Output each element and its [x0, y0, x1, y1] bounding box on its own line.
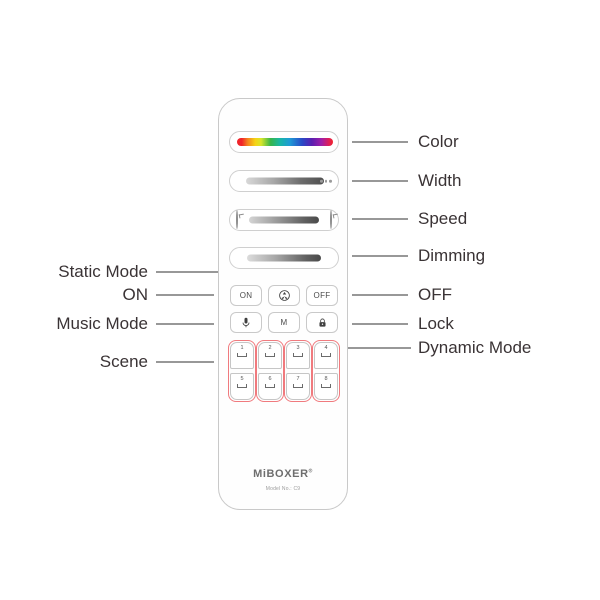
callout-static-mode: Static Mode	[58, 262, 148, 281]
scene-4-icon: 4	[321, 345, 331, 357]
scene-7-icon: 7	[293, 376, 303, 388]
scene-column-2: 2 6	[258, 342, 282, 400]
off-button-label: OFF	[313, 291, 331, 300]
callout-width: Width	[418, 171, 462, 190]
dynamic-mode-label: M	[280, 318, 288, 327]
scene-button-2[interactable]: 2	[258, 342, 282, 369]
off-button[interactable]: OFF	[306, 285, 338, 306]
music-mode-button[interactable]	[230, 312, 262, 333]
scene-button-1[interactable]: 1	[230, 342, 254, 369]
scene-column-1: 1 5	[230, 342, 254, 400]
static-mode-icon	[278, 289, 291, 302]
registered-mark: ®	[308, 468, 313, 475]
callout-off: OFF	[418, 285, 452, 304]
callout-color: Color	[418, 132, 459, 151]
width-slider[interactable]	[229, 170, 339, 192]
lock-icon	[317, 317, 328, 329]
callout-dimming: Dimming	[418, 246, 486, 265]
dimming-track[interactable]	[247, 254, 321, 262]
callout-on: ON	[122, 285, 149, 304]
callout-music-mode: Music Mode	[56, 314, 148, 333]
scene-8-icon: 8	[321, 376, 331, 388]
on-button[interactable]: ON	[230, 285, 262, 306]
scene-5-icon: 5	[237, 376, 247, 388]
scene-column-4: 4 8	[314, 342, 338, 400]
lock-button[interactable]	[306, 312, 338, 333]
dynamic-mode-button[interactable]: M	[268, 312, 300, 333]
scene-buttons[interactable]: 1 5 2 6	[228, 340, 340, 402]
callout-scene: Scene	[99, 352, 148, 371]
speed-track[interactable]	[249, 216, 319, 224]
remote-control-body: ON OFF	[218, 98, 348, 510]
scene-button-5[interactable]: 5	[230, 373, 254, 400]
scene-button-3[interactable]: 3	[286, 342, 310, 369]
color-gradient-track[interactable]	[237, 138, 333, 146]
scene-6-icon: 6	[265, 376, 275, 388]
fast-speed-icon	[330, 210, 332, 229]
static-mode-button[interactable]	[268, 285, 300, 306]
branding: MiBOXER® Model No.: C9	[219, 464, 347, 492]
scene-button-6[interactable]: 6	[258, 373, 282, 400]
model-number: Model No.: C9	[265, 486, 301, 492]
speed-slider[interactable]	[229, 209, 339, 231]
scene-2-icon: 2	[265, 345, 275, 357]
scene-1-icon: 1	[237, 345, 247, 357]
brand-logo: MiBOXER®	[253, 468, 313, 480]
callout-speed: Speed	[418, 209, 468, 228]
scene-button-4[interactable]: 4	[314, 342, 338, 369]
on-button-label: ON	[239, 291, 253, 300]
scene-button-7[interactable]: 7	[286, 373, 310, 400]
callout-dynamic-mode: Dynamic Mode	[418, 338, 532, 357]
scene-3-icon: 3	[293, 345, 303, 357]
slow-speed-icon	[236, 210, 238, 229]
scene-button-8[interactable]: 8	[314, 373, 338, 400]
color-slider[interactable]	[229, 131, 339, 153]
scene-column-3: 3 7	[286, 342, 310, 400]
dimming-slider[interactable]	[229, 247, 339, 269]
three-dots-icon	[320, 179, 332, 183]
width-track[interactable]	[246, 177, 324, 185]
microphone-icon	[240, 316, 252, 329]
brand-name-text: MiBOXER	[253, 468, 309, 480]
callout-lock: Lock	[418, 314, 454, 333]
